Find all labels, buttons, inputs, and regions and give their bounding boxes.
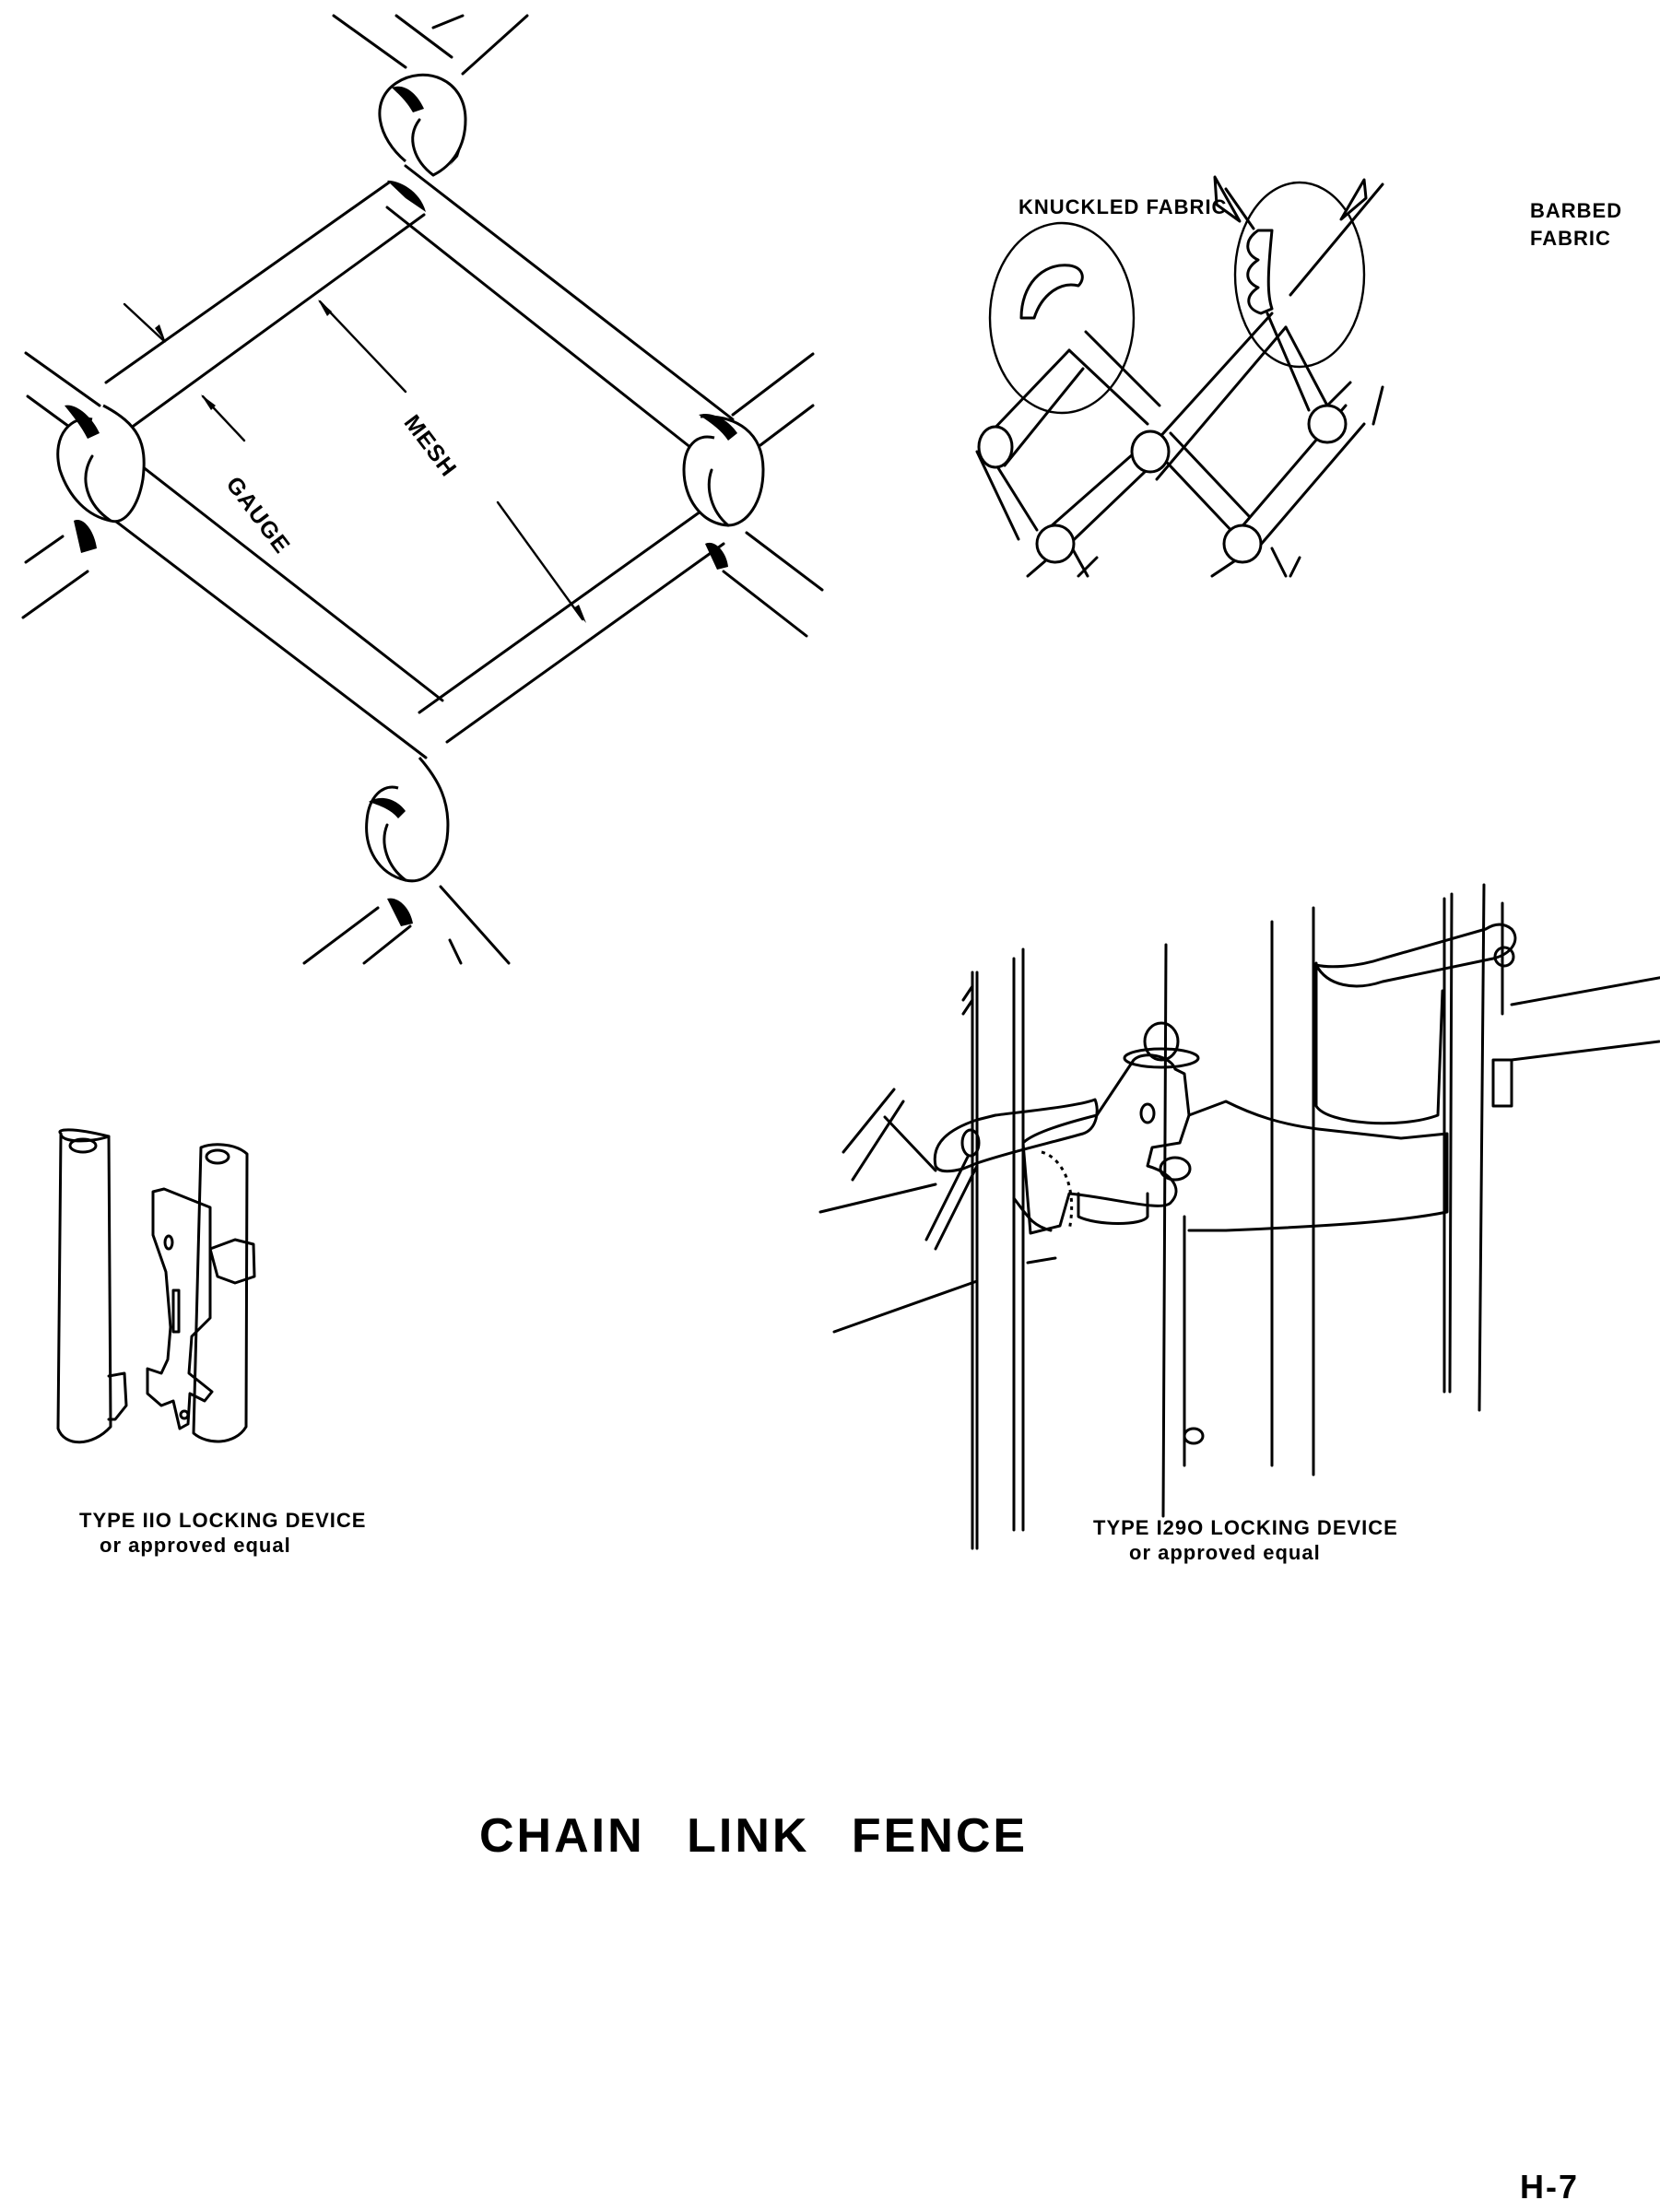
mesh-knuckle-right bbox=[682, 414, 765, 570]
mesh-wire-upper-left bbox=[104, 181, 426, 428]
sheet-title: CHAIN LINK FENCE bbox=[479, 1809, 1029, 1863]
right-pipe bbox=[192, 1143, 249, 1443]
gate-post-collar bbox=[1012, 961, 1449, 1232]
gate-frame-posts bbox=[971, 883, 1504, 1550]
gauge-dimension bbox=[123, 302, 246, 442]
left-strap-hinge bbox=[933, 1098, 1099, 1173]
mesh-dimension bbox=[318, 300, 586, 623]
fabric-mesh-wires bbox=[975, 312, 1384, 578]
mesh-knuckle-top bbox=[378, 73, 467, 212]
mesh-knuckle-left bbox=[56, 404, 146, 553]
left-pipe bbox=[56, 1128, 128, 1444]
fabric-knuckles bbox=[977, 404, 1348, 564]
type-1290-note: or approved equal bbox=[1129, 1541, 1321, 1564]
barbed-fabric-label-line1: BARBED bbox=[1530, 199, 1623, 222]
type-110-caption: TYPE IIO LOCKING DEVICE bbox=[79, 1509, 367, 1532]
mesh-knuckle-bottom bbox=[365, 757, 450, 926]
mesh-wire-stubs bbox=[21, 14, 824, 965]
latch-mechanism bbox=[1021, 1021, 1205, 1467]
mesh-wire-lower-left bbox=[83, 454, 444, 759]
knuckled-fabric-circle bbox=[988, 221, 1136, 415]
type-110-note: or approved equal bbox=[100, 1534, 291, 1557]
barbed-fabric-circle bbox=[1213, 175, 1384, 369]
barbed-fabric-label-line2: FABRIC bbox=[1530, 227, 1611, 250]
right-strap-hinge bbox=[1314, 923, 1517, 988]
latch-body bbox=[146, 1187, 256, 1430]
mesh-detail-drawing bbox=[21, 14, 824, 965]
knuckled-fabric-label: KNUCKLED FABRIC bbox=[1018, 195, 1228, 218]
hinge-dotted-arc bbox=[1041, 1150, 1074, 1231]
type-1290-caption: TYPE I29O LOCKING DEVICE bbox=[1093, 1516, 1398, 1539]
gate-horizontal-rails bbox=[818, 976, 1660, 1334]
mesh-wire-lower-right bbox=[418, 510, 725, 744]
page-number: H-7 bbox=[1520, 2168, 1580, 2206]
mesh-wire-upper-right bbox=[385, 164, 735, 453]
fence-fabric-wires bbox=[842, 984, 979, 1251]
